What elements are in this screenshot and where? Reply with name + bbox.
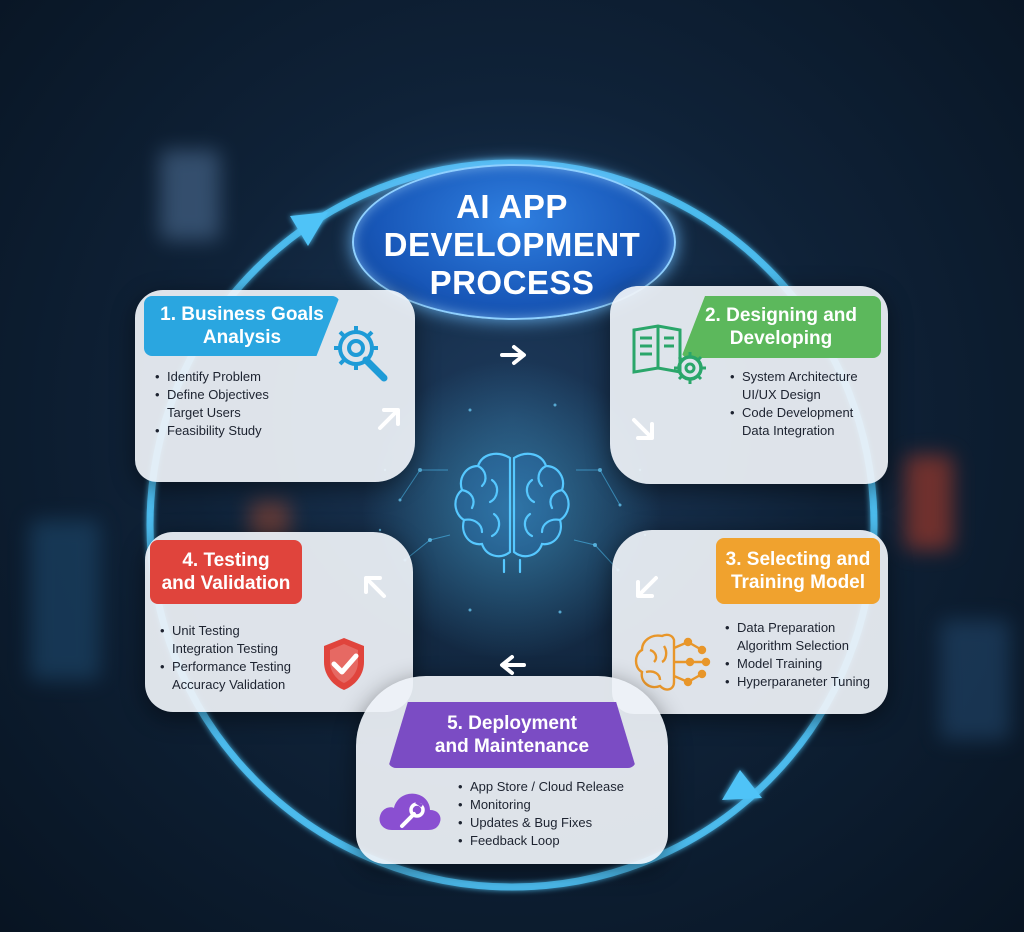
step-items-business-goals: Identify Problem Define Objectives Targe… [155, 368, 269, 440]
flow-arrow-up-left-icon [364, 576, 386, 598]
list-item: UI/UX Design [742, 387, 821, 402]
list-item: Feedback Loop [458, 832, 624, 850]
title-line: PROCESS [429, 264, 595, 301]
design-document-gear-icon [632, 324, 706, 384]
list-item: Model Training [725, 655, 870, 673]
list-item: Algorithm Selection [737, 638, 849, 653]
step-title-line: 4. Testing [182, 550, 270, 571]
step-items-designing: System Architecture UI/UX Design Code De… [730, 368, 858, 440]
flow-arrow-down-right-icon [632, 418, 654, 440]
cycle-arrow-head [722, 770, 762, 800]
step-title-line: and Maintenance [434, 736, 590, 757]
flow-arrow-up-right-icon [378, 408, 400, 430]
flow-arrow-left-icon [500, 655, 526, 675]
title-line: DEVELOPMENT [383, 226, 641, 263]
background-light [940, 620, 1010, 740]
background-light [905, 455, 953, 550]
brain-circuit-icon [454, 452, 570, 574]
gear-magnifier-icon [334, 326, 388, 382]
step-title-line: 5. Deployment [447, 713, 577, 734]
circuit-lines [399, 469, 621, 571]
step-title-line: and Validation [161, 573, 291, 594]
list-item: Integration Testing [172, 641, 278, 656]
background-light [30, 520, 100, 680]
list-item: Feasibility Study [155, 422, 269, 440]
title-line: AI APP [456, 188, 568, 225]
list-item: Unit Testing [160, 622, 291, 640]
step-items-deployment: App Store / Cloud Release Monitoring Upd… [458, 778, 624, 850]
list-item: Data Preparation [725, 619, 870, 637]
list-item: Identify Problem [155, 368, 269, 386]
list-item: System Architecture [730, 368, 858, 386]
step-title-line: Analysis [202, 327, 282, 348]
list-item: Define Objectives [155, 386, 269, 404]
step-title-line: Developing [729, 328, 833, 349]
step-title-line: Training Model [730, 572, 866, 593]
list-item: Accuracy Validation [172, 677, 286, 692]
brain-network-icon [634, 633, 711, 691]
brain-glow [362, 360, 662, 660]
step-items-selecting-training: Data Preparation Algorithm Selection Mod… [725, 619, 870, 691]
list-item: Data Integration [742, 423, 835, 438]
background-light [160, 150, 220, 240]
page-title: AI APP DEVELOPMENT PROCESS [352, 188, 672, 302]
list-item: Monitoring [458, 796, 624, 814]
list-item: Target Users [167, 405, 241, 420]
cycle-arrow-head [290, 212, 328, 246]
list-item: App Store / Cloud Release [458, 778, 624, 796]
step-title-line: 3. Selecting and [725, 549, 871, 570]
step-items-testing: Unit Testing Integration Testing Perform… [160, 622, 291, 694]
shield-check-icon [324, 638, 364, 690]
flow-arrow-down-left-icon [636, 576, 658, 598]
list-item: Performance Testing [160, 658, 291, 676]
step-title-line: 2. Designing and [704, 305, 858, 326]
list-item: Hyperparaneter Tuning [725, 673, 870, 691]
step-title-line: 1. Business Goals [160, 304, 324, 325]
list-item: Code Development [730, 404, 858, 422]
flow-arrow-right-icon [500, 345, 526, 365]
list-item: Updates & Bug Fixes [458, 814, 624, 832]
cloud-wrench-icon [379, 793, 441, 830]
cycle-ring [146, 159, 878, 891]
